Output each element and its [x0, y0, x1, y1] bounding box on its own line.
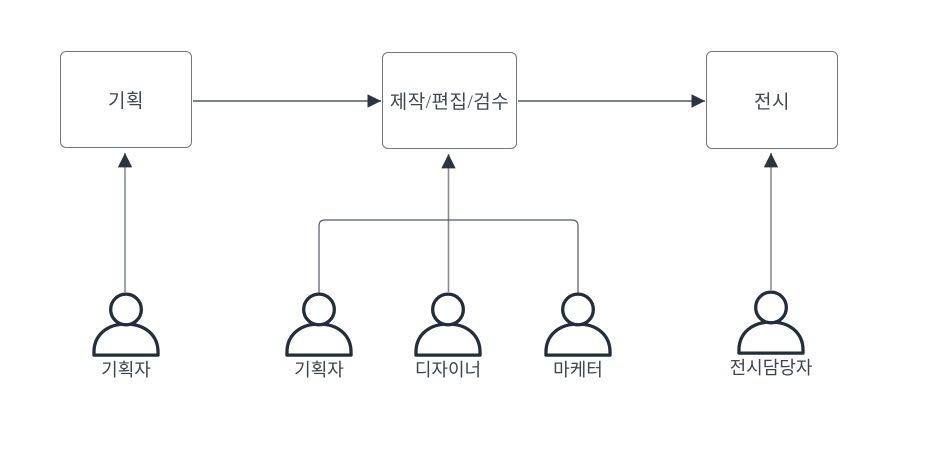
- process-box-exhibition[interactable]: 전시: [706, 51, 838, 149]
- person-icon: [414, 292, 482, 357]
- edge-bus-planner2-marketer[interactable]: [318, 219, 579, 293]
- person-icon: [737, 290, 805, 355]
- actor-exhibition-manager[interactable]: 전시담당자: [716, 290, 826, 380]
- person-icon: [544, 292, 612, 357]
- person-icon: [285, 292, 353, 357]
- process-box-exhibition-label: 전시: [754, 91, 790, 113]
- actor-planner-2-label: 기획자: [294, 360, 344, 380]
- actor-exhibition-manager-label: 전시담당자: [729, 358, 813, 378]
- actor-marketer[interactable]: 마케터: [523, 292, 633, 382]
- actor-designer-label: 디자이너: [414, 360, 482, 380]
- actor-planner-1-label: 기획자: [101, 360, 151, 380]
- actor-planner-1[interactable]: 기획자: [71, 292, 181, 382]
- process-box-production[interactable]: 제작/편집/검수: [382, 52, 517, 149]
- actor-marketer-label: 마케터: [553, 360, 603, 380]
- process-box-production-label: 제작/편집/검수: [389, 92, 510, 113]
- process-box-planning[interactable]: 기획: [60, 51, 192, 148]
- process-box-planning-label: 기획: [108, 91, 144, 112]
- person-icon: [92, 292, 160, 357]
- actor-designer[interactable]: 디자이너: [393, 292, 503, 382]
- actor-planner-2[interactable]: 기획자: [264, 292, 374, 382]
